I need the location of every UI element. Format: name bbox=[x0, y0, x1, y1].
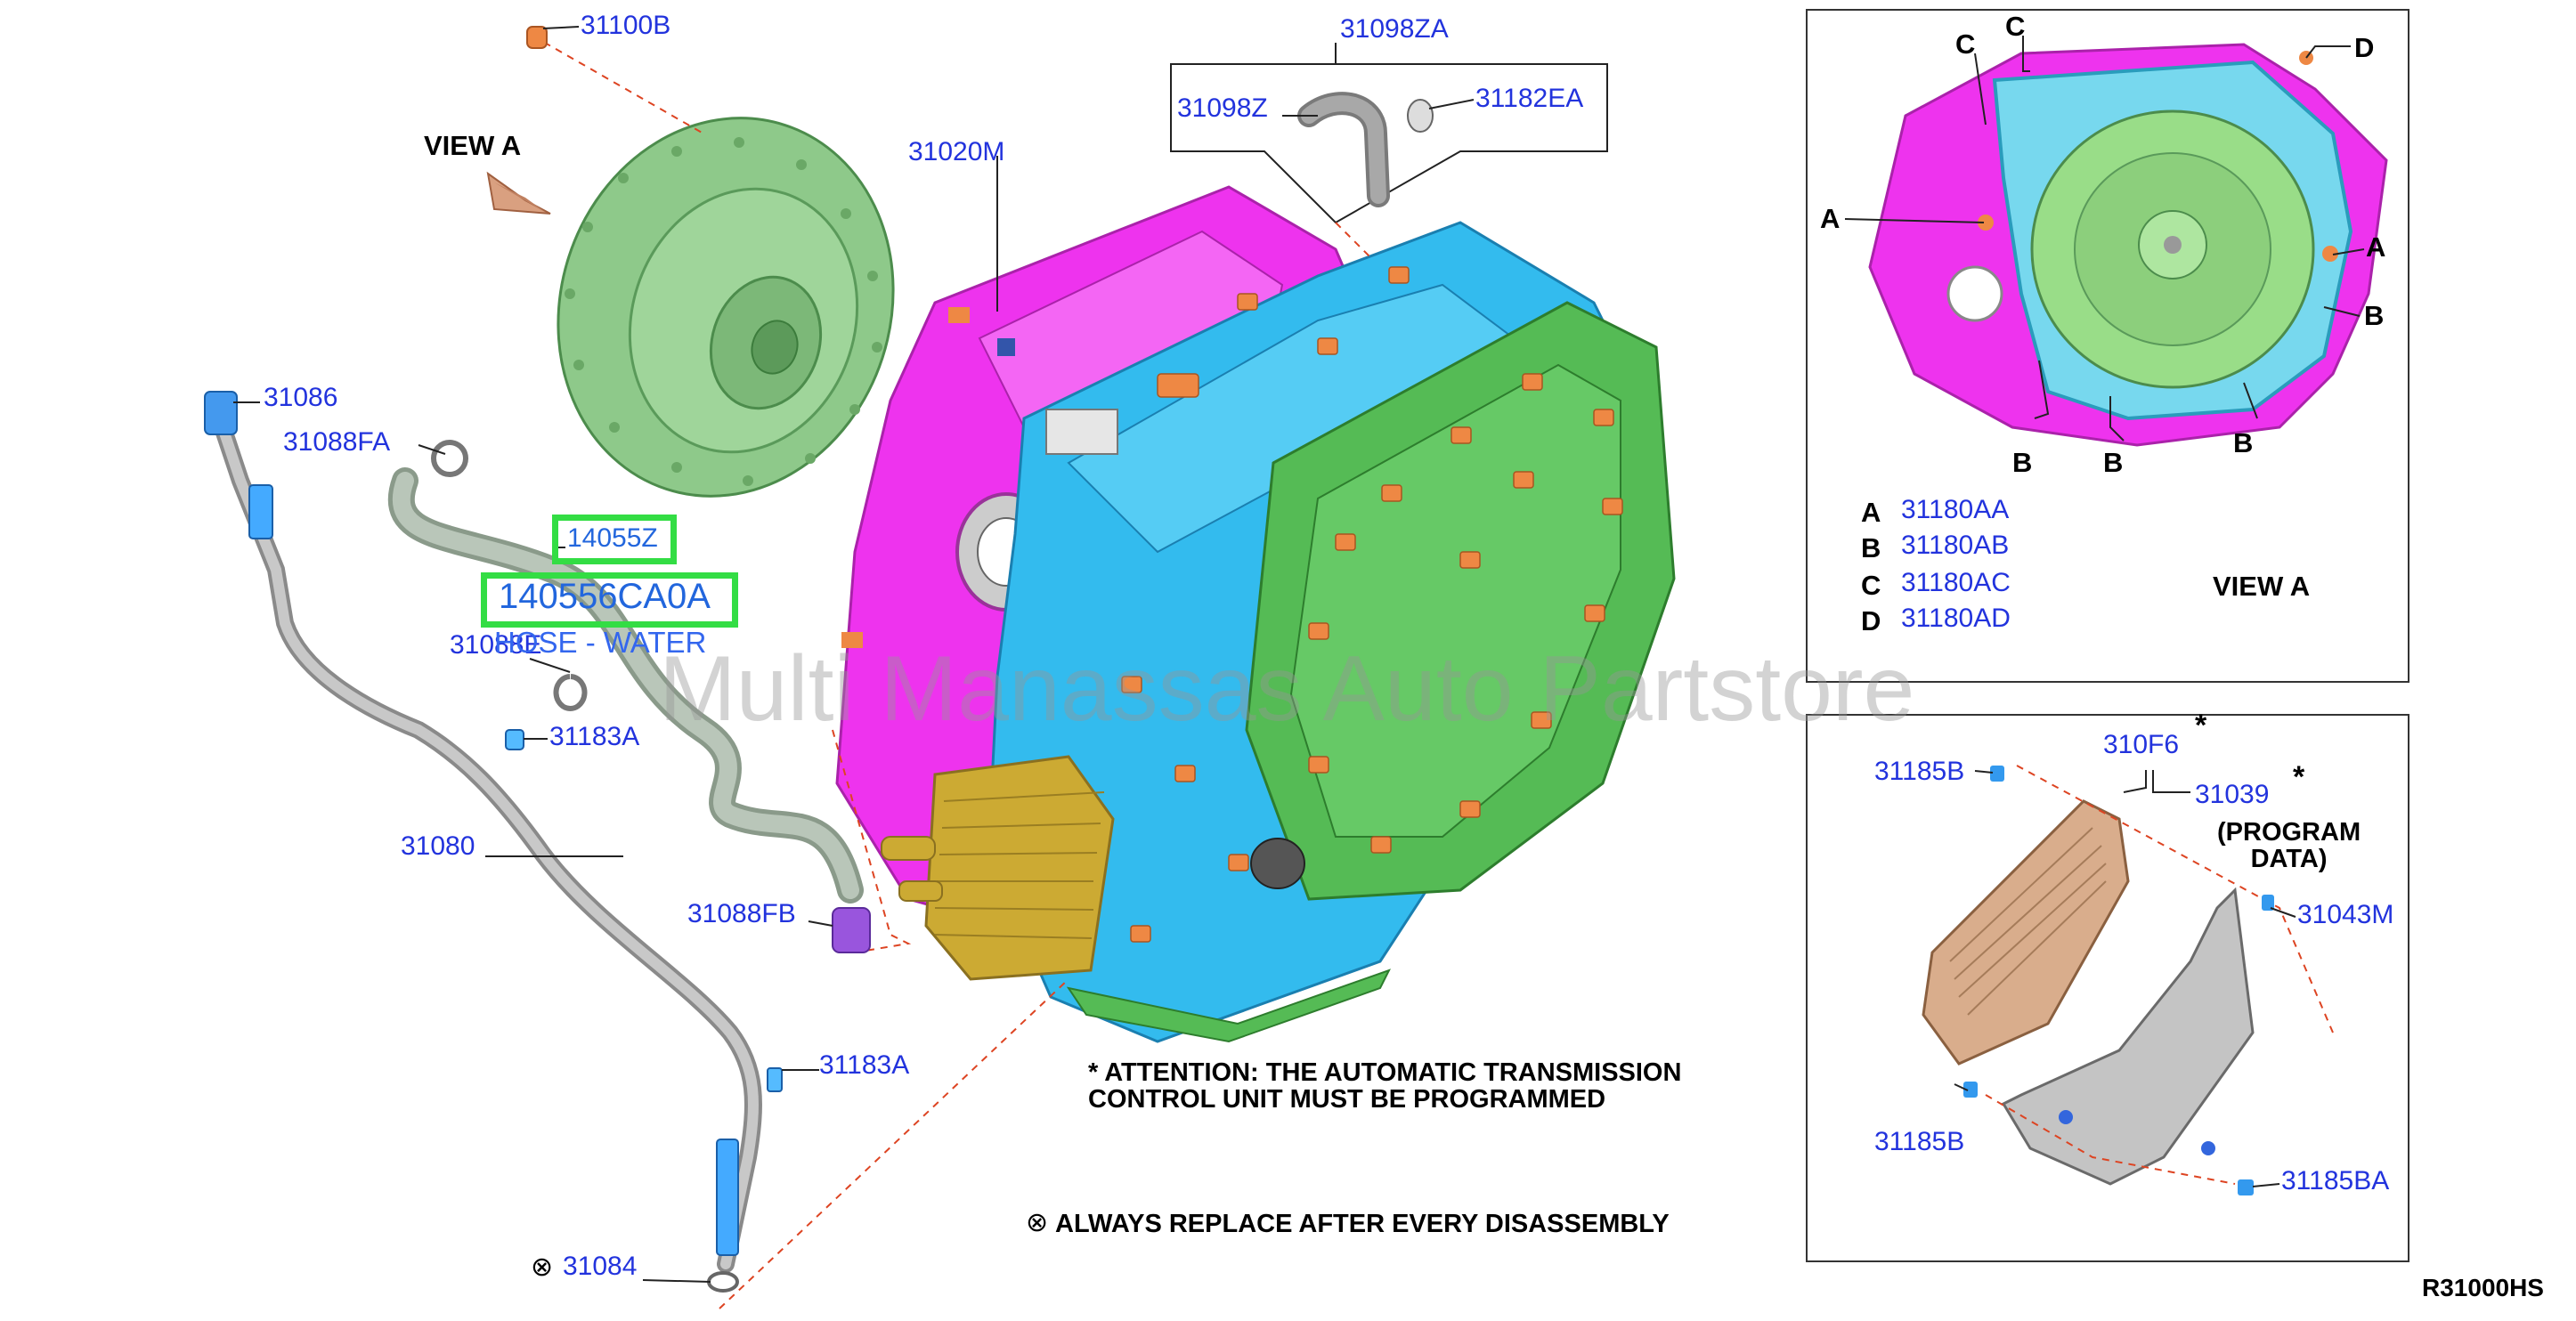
asterisk-31039: * bbox=[2293, 760, 2305, 794]
control-module-drawing bbox=[1922, 765, 2334, 1195]
control-module-inset bbox=[1806, 714, 2409, 1262]
view-a-label-main: VIEW A bbox=[424, 130, 522, 161]
view-a-label-inset: VIEW A bbox=[2213, 571, 2311, 602]
callout-31039[interactable]: 31039 bbox=[2195, 780, 2270, 809]
view-a-marker-c2: C bbox=[2005, 11, 2026, 42]
callout-31185B-bottom[interactable]: 31185B bbox=[1874, 1127, 1965, 1156]
callout-31020M[interactable]: 31020M bbox=[908, 137, 1005, 166]
legend-code-31180AB[interactable]: 31180AB bbox=[1901, 531, 2010, 560]
callout-31088E[interactable]: 31088E bbox=[450, 630, 542, 660]
asterisk-310F6: * bbox=[2195, 709, 2207, 742]
view-a-leaders bbox=[1844, 36, 2365, 442]
view-a-marker-b2: B bbox=[2012, 447, 2033, 478]
view-a-marker-a2: A bbox=[2366, 231, 2386, 263]
highlight-part-140556CA0A[interactable]: 140556CA0A bbox=[499, 577, 711, 616]
transmission-drawing bbox=[835, 185, 1676, 1043]
callout-310F6[interactable]: 310F6 bbox=[2103, 730, 2180, 759]
callout-31086[interactable]: 31086 bbox=[264, 383, 338, 412]
diagram-code: R31000HS bbox=[2422, 1274, 2544, 1301]
callout-31185B-top[interactable]: 31185B bbox=[1874, 757, 1965, 786]
highlight-part-14055Z[interactable]: 14055Z bbox=[567, 523, 658, 553]
view-a-arrow bbox=[486, 171, 551, 215]
torque-converter-drawing bbox=[526, 26, 895, 498]
breather-hose-drawing bbox=[1297, 92, 1434, 207]
attention-note: * ATTENTION: THE AUTOMATIC TRANSMISSION … bbox=[1088, 1058, 1682, 1114]
highlight-part-description: HOSE - WATER bbox=[494, 626, 707, 659]
replace-symbol-note: ⊗ bbox=[1026, 1208, 1049, 1237]
callout-31088FA[interactable]: 31088FA bbox=[283, 427, 391, 457]
water-hose-drawing bbox=[387, 440, 871, 953]
legend-code-31180AC[interactable]: 31180AC bbox=[1901, 568, 2011, 597]
callout-leaders bbox=[233, 26, 1475, 1283]
callout-31183A-bottom[interactable]: 31183A bbox=[819, 1050, 910, 1080]
legend-letter-a: A bbox=[1861, 497, 1881, 528]
legend-letter-c: C bbox=[1861, 570, 1881, 601]
callout-31084[interactable]: 31084 bbox=[563, 1252, 638, 1281]
module-leaders bbox=[1954, 770, 2296, 1187]
callout-31098Z[interactable]: 31098Z bbox=[1177, 93, 1268, 123]
callout-31088FB[interactable]: 31088FB bbox=[687, 899, 796, 928]
callout-31043M[interactable]: 31043M bbox=[2297, 900, 2394, 929]
view-a-marker-c1: C bbox=[1955, 28, 1976, 60]
legend-letter-d: D bbox=[1861, 605, 1881, 636]
view-a-marker-b3: B bbox=[2103, 447, 2124, 478]
callout-31182EA[interactable]: 31182EA bbox=[1475, 84, 1584, 113]
view-a-inset bbox=[1806, 9, 2409, 683]
view-a-marker-a1: A bbox=[1820, 203, 1841, 234]
callout-31100B[interactable]: 31100B bbox=[581, 11, 671, 40]
legend-code-31180AA[interactable]: 31180AA bbox=[1901, 495, 2010, 524]
view-a-marker-b1: B bbox=[2364, 300, 2385, 331]
legend-letter-b: B bbox=[1861, 532, 1881, 563]
callout-31183A-top[interactable]: 31183A bbox=[549, 722, 640, 751]
level-gauge-pipe-drawing bbox=[204, 391, 1069, 1309]
always-replace-note: ALWAYS REPLACE AFTER EVERY DISASSEMBLY bbox=[1055, 1210, 1670, 1238]
oil-cooler-drawing bbox=[832, 729, 1115, 981]
legend-code-31180AD[interactable]: 31180AD bbox=[1901, 604, 2011, 633]
hose-inset-box bbox=[1170, 43, 1608, 224]
view-a-marker-b4: B bbox=[2233, 427, 2254, 458]
callout-31098ZA[interactable]: 31098ZA bbox=[1340, 14, 1449, 44]
replace-symbol-31084: ⊗ bbox=[531, 1252, 554, 1282]
view-a-marker-d: D bbox=[2354, 32, 2375, 63]
callout-31185BA[interactable]: 31185BA bbox=[2281, 1166, 2390, 1195]
highlight-box-140556CA0A bbox=[481, 572, 738, 628]
callout-31080[interactable]: 31080 bbox=[401, 831, 475, 861]
program-data-note: (PROGRAM DATA) bbox=[2217, 818, 2361, 874]
view-a-case-drawing bbox=[1868, 43, 2388, 447]
highlight-box-14055Z bbox=[552, 515, 677, 564]
